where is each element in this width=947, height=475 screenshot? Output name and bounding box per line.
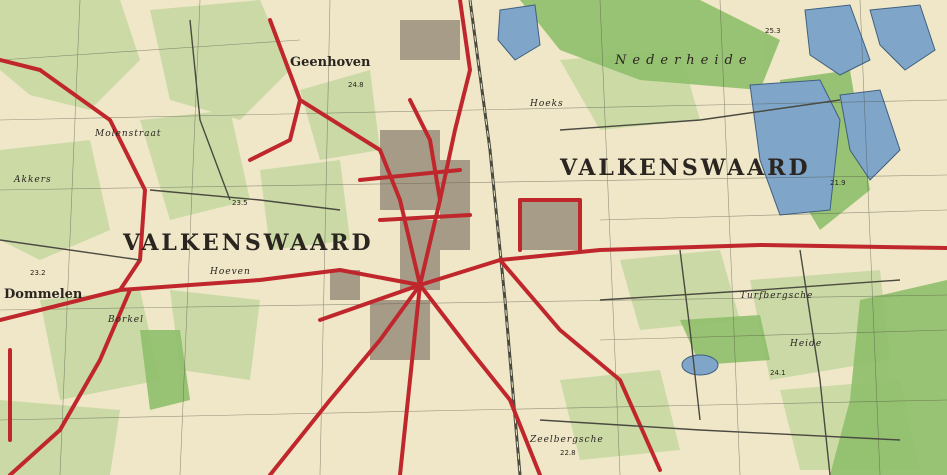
elevation-label: 21.9 [830, 179, 846, 187]
place-label-akkers: Akkers [14, 175, 52, 185]
water-bodies [497, 4, 936, 376]
elevation-label: 23.2 [30, 269, 46, 277]
place-label-valkenswaard-west: VALKENSWAARD [123, 230, 374, 256]
place-label-hoeks: Hoeks [530, 99, 564, 109]
place-label-molenstraat: Molenstraat [95, 129, 162, 139]
elevation-label: 24.1 [770, 369, 786, 377]
place-label-turfbergsche: Turfbergsche [740, 291, 814, 301]
place-label-heide: Heide [790, 339, 823, 349]
place-label-borkel: Borkel [108, 315, 144, 325]
railway-line [468, 0, 522, 475]
place-label-geenhoven: Geenhoven [290, 55, 371, 70]
elevation-label: 23.5 [232, 199, 248, 207]
elevation-label: 22.8 [560, 449, 576, 457]
place-label-hoeven: Hoeven [210, 267, 251, 277]
place-label-zeelbergsche: Zeelbergsche [530, 435, 604, 445]
elevation-label: 24.8 [348, 81, 364, 89]
place-label-valkenswaard-east: VALKENSWAARD [560, 155, 811, 181]
secondary-roads [0, 19, 901, 475]
place-label-dommelen: Dommelen [4, 287, 83, 302]
place-label-nederheide: Nederheide [615, 53, 753, 68]
elevation-label: 25.3 [765, 27, 781, 35]
